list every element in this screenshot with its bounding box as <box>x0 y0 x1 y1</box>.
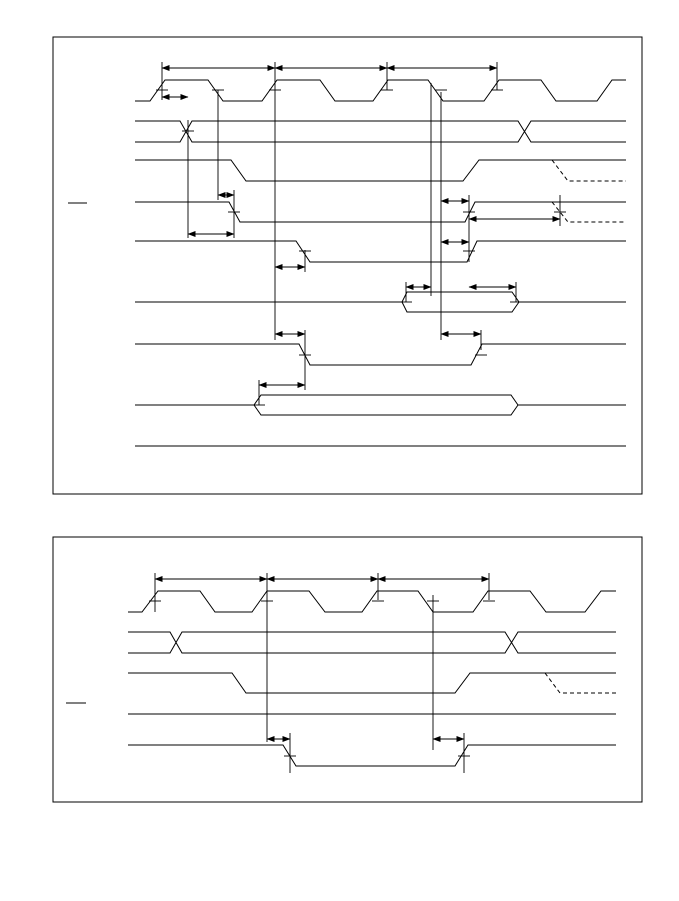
upper-transition-ticks <box>156 89 566 406</box>
lower-transition-ticks <box>149 600 495 757</box>
clock-waveform <box>135 79 626 102</box>
bus-a-waveform <box>135 120 626 143</box>
upper-timing-diagram <box>52 36 643 495</box>
signal-5-waveform <box>128 744 616 767</box>
data-bus-1-lower-edge <box>401 301 520 313</box>
signal-3-dashed-alternative <box>551 159 626 182</box>
bus-a-waveform-complement <box>135 120 626 143</box>
bus-a-waveform <box>128 631 616 654</box>
signal-5-waveform <box>135 240 626 263</box>
lower-timing-arrows <box>154 576 490 742</box>
signal-7-waveform <box>135 343 626 366</box>
data-bus-2-lower-edge <box>253 404 519 416</box>
lower-timing-diagram <box>52 536 643 803</box>
signal-3-dashed-alternative <box>544 672 616 694</box>
upper-frame <box>52 36 643 495</box>
data-bus-1-waveform <box>135 291 626 303</box>
data-bus-2-waveform <box>135 394 626 406</box>
signal-4-waveform <box>135 201 552 223</box>
bus-a-waveform-complement <box>128 631 616 654</box>
lower-frame <box>52 536 643 803</box>
clock-waveform <box>128 590 616 613</box>
signal-3-waveform <box>128 672 545 694</box>
signal-3-waveform <box>135 159 552 182</box>
upper-timing-arrows <box>161 65 561 388</box>
upper-guide-lines <box>161 62 561 405</box>
signal-4-dashed-alternative <box>551 201 626 223</box>
